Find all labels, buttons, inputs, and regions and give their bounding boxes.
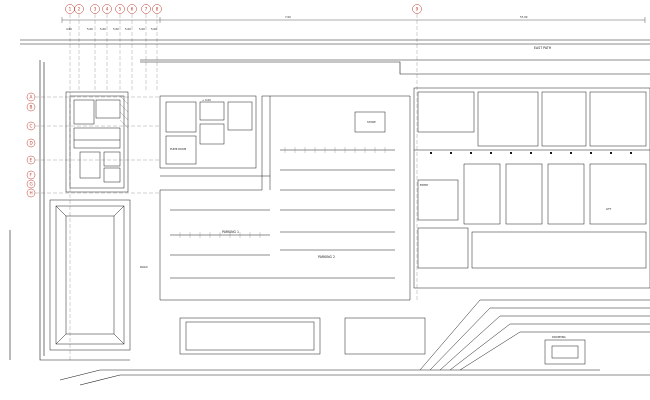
row-label-c: C — [30, 124, 33, 129]
building-east-columns — [430, 152, 632, 154]
col-dim-2: 5.00 — [87, 27, 93, 31]
label-entry: ENTRY — [420, 183, 429, 187]
row-grid-lines — [35, 96, 160, 194]
row-label-f: F — [30, 173, 33, 178]
grid-bubble-4 — [102, 4, 112, 14]
row-bubble-b — [26, 102, 36, 112]
grid-bubble-3 — [90, 4, 100, 14]
grid-bubble-8 — [152, 4, 162, 14]
label-east-path: EAST PATH — [534, 46, 552, 50]
building-annex — [159, 95, 271, 190]
col-dim-6: 5.00 — [139, 27, 145, 31]
col-dim-3: 5.00 — [100, 27, 106, 31]
row-label-e: E — [30, 158, 33, 163]
label-parking-2: PARKING 2 — [318, 255, 335, 259]
label-lift: LIFT — [606, 207, 612, 211]
building-west-block — [65, 91, 129, 193]
row-label-g: G — [30, 182, 33, 187]
row-bubble-d — [26, 138, 36, 148]
site-boundary — [9, 39, 650, 386]
grid-bubble-2 — [74, 4, 84, 14]
dropping-canopy — [179, 299, 650, 371]
row-label-a: A — [30, 95, 33, 100]
row-label-h: H — [30, 191, 33, 196]
label-slab-level: + 0.00 — [202, 98, 211, 102]
label-parking-1: PARKING 1 — [222, 230, 239, 234]
label-dropping: DROPPING — [552, 335, 566, 339]
grid-label-9: 9 — [416, 7, 419, 12]
grid-label-7: 7 — [145, 7, 148, 12]
grid-label-5: 5 — [119, 7, 122, 12]
building-east — [413, 87, 650, 289]
right-dim: 57.00 — [520, 15, 528, 19]
column-grid-lines — [69, 14, 418, 360]
overall-dim: 7.00 — [285, 15, 291, 19]
label-road: ROAD — [140, 265, 148, 269]
grid-label-4: 4 — [106, 7, 109, 12]
grid-bubble-9 — [412, 4, 422, 14]
label-store: STORE — [367, 120, 376, 124]
column-grid — [65, 4, 422, 14]
row-label-b: B — [30, 105, 33, 110]
building-west-hatch — [119, 95, 129, 129]
row-label-d: D — [30, 141, 33, 146]
grid-bubble-5 — [115, 4, 125, 14]
row-bubble-f — [26, 170, 36, 180]
parking-area — [159, 95, 411, 301]
col-dim-7: 5.00 — [151, 27, 157, 31]
label-pump-room: PUMP ROOM — [170, 147, 186, 151]
roof-block — [49, 199, 131, 351]
grid-label-6: 6 — [131, 7, 134, 12]
grid-bubble-7 — [141, 4, 151, 14]
col-dim-4: 5.00 — [113, 27, 119, 31]
grid-label-3: 3 — [94, 7, 97, 12]
row-bubble-g — [26, 179, 36, 189]
parking-stall-ticks — [179, 147, 386, 238]
grid-label-2: 2 — [78, 7, 81, 12]
top-dimension-line — [61, 17, 646, 23]
grid-bubble-6 — [127, 4, 137, 14]
col-dim-1: 4.80 — [66, 27, 72, 31]
grid-label-8: 8 — [156, 7, 159, 12]
grid-label-1: 1 — [69, 7, 72, 12]
parking-stalls — [170, 149, 395, 279]
col-dim-5: 5.00 — [125, 27, 131, 31]
